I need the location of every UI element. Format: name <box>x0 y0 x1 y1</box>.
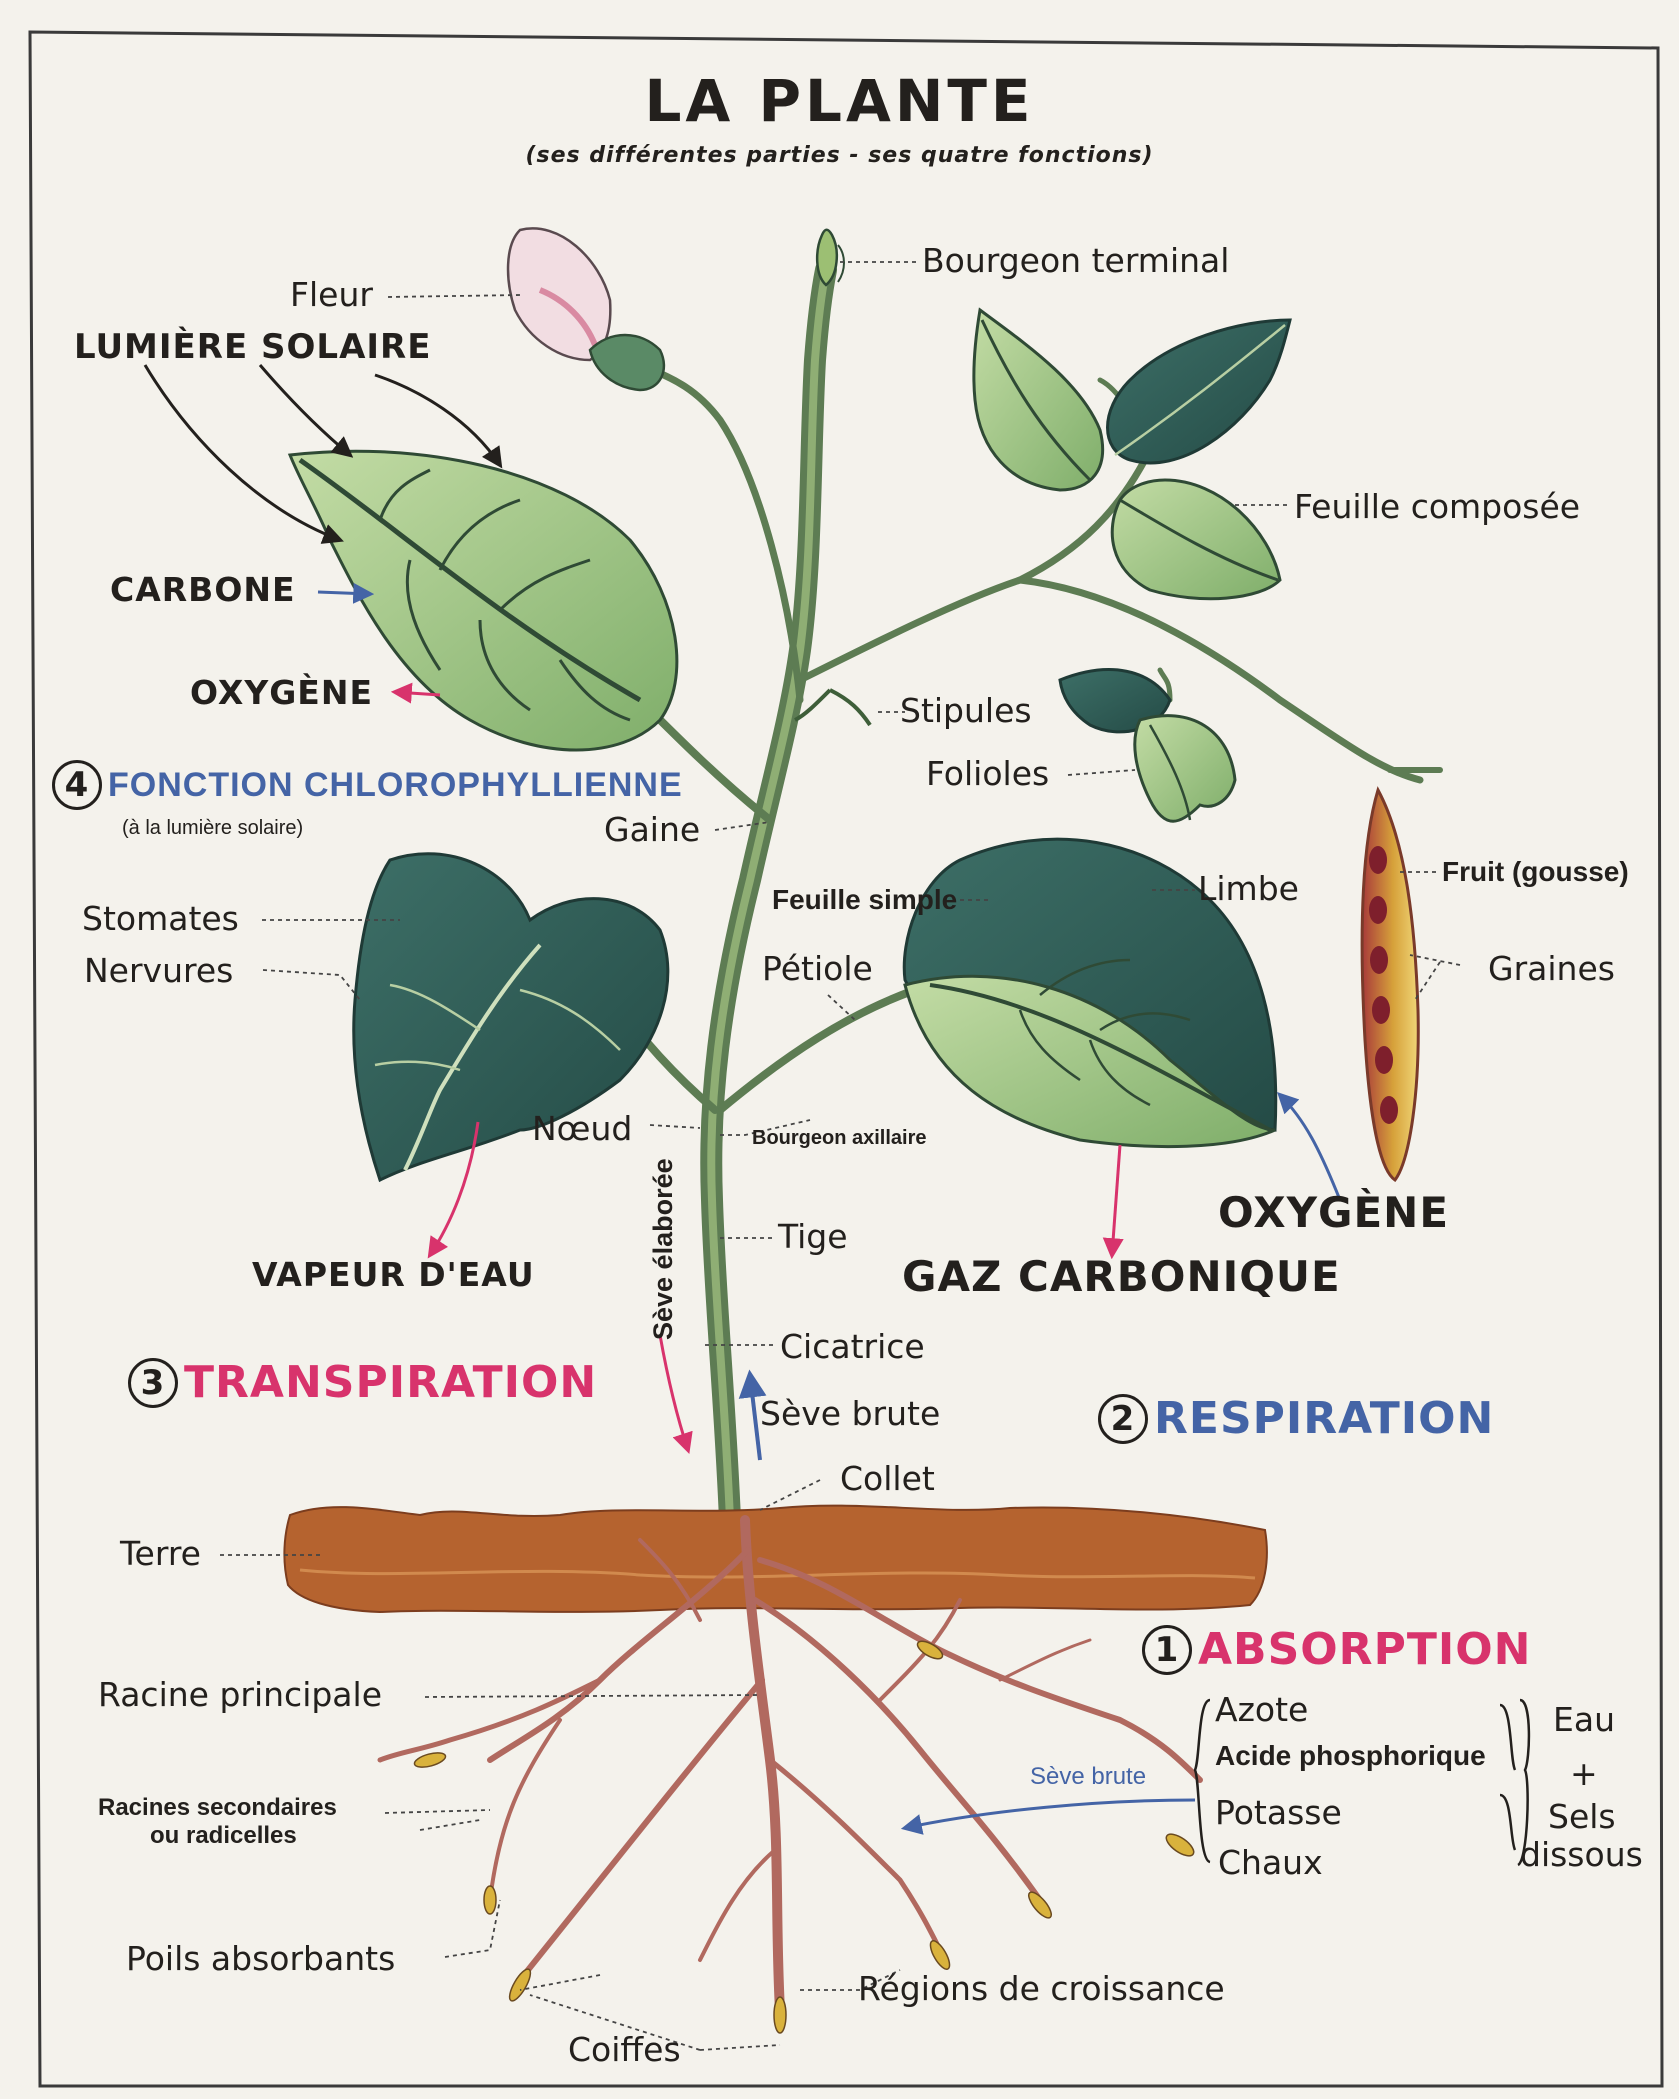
function-name-transpiration: TRANSPIRATION <box>184 1357 597 1408</box>
label-nervures: Nervures <box>84 954 233 987</box>
label-feuille-simple: Feuille simple <box>772 886 957 914</box>
label-gaz-carbonique: GAZ CARBONIQUE <box>902 1256 1341 1298</box>
label-collet: Collet <box>840 1462 935 1495</box>
function-chlorophyllienne: 4FONCTION CHLOROPHYLLIENNE <box>52 760 683 810</box>
mineral-potasse: Potasse <box>1215 1796 1342 1829</box>
label-folioles: Folioles <box>926 757 1049 790</box>
label-seve-brute-root: Sève brute <box>1030 1765 1146 1789</box>
function-number-2: 2 <box>1098 1394 1148 1444</box>
label-oxygene-left: OXYGÈNE <box>190 676 373 709</box>
label-racines-secondaires-2: ou radicelles <box>150 1824 297 1848</box>
label-graines: Graines <box>1488 952 1615 985</box>
mineral-chaux: Chaux <box>1218 1846 1323 1879</box>
label-carbone: CARBONE <box>110 573 296 606</box>
function-absorption: 1ABSORPTION <box>1142 1625 1531 1675</box>
poster-title: LA PLANTE <box>0 72 1679 130</box>
label-fruit: Fruit (gousse) <box>1442 858 1629 886</box>
label-seve-brute: Sève brute <box>760 1397 940 1430</box>
label-bourgeon-terminal: Bourgeon terminal <box>922 244 1229 277</box>
label-coiffes: Coiffes <box>568 2033 681 2066</box>
soil-strip <box>284 1506 1266 1612</box>
label-gaine: Gaine <box>604 813 700 846</box>
absorption-eau: Eau <box>1553 1703 1615 1736</box>
label-terre: Terre <box>120 1537 201 1570</box>
function-transpiration: 3TRANSPIRATION <box>128 1358 597 1408</box>
function-respiration: 2RESPIRATION <box>1098 1394 1494 1444</box>
label-stipules: Stipules <box>900 694 1032 727</box>
function-name-absorption: ABSORPTION <box>1198 1624 1531 1675</box>
carbone-arrow <box>318 592 370 594</box>
label-feuille-composee: Feuille composée <box>1294 490 1580 523</box>
mineral-azote: Azote <box>1215 1693 1308 1726</box>
label-bourgeon-axillaire: Bourgeon axillaire <box>752 1128 927 1148</box>
label-lumiere-solaire: LUMIÈRE SOLAIRE <box>74 330 431 364</box>
poster-subtitle: (ses différentes parties - ses quatre fo… <box>0 145 1679 167</box>
function-note-chlorophyllienne: (à la lumière solaire) <box>122 818 303 838</box>
label-petiole: Pétiole <box>762 952 873 985</box>
label-racine-principale: Racine principale <box>98 1678 382 1711</box>
label-stomates: Stomates <box>82 902 239 935</box>
label-regions-croissance: Régions de croissance <box>858 1972 1225 2005</box>
label-poils-absorbants: Poils absorbants <box>126 1942 395 1975</box>
function-number-4: 4 <box>52 760 102 810</box>
label-cicatrice: Cicatrice <box>780 1330 925 1363</box>
function-name-respiration: RESPIRATION <box>1154 1393 1494 1444</box>
absorption-dissous: dissous <box>1520 1838 1643 1871</box>
absorption-sels: Sels <box>1548 1800 1616 1833</box>
function-name-chlorophyllienne: FONCTION CHLOROPHYLLIENNE <box>108 766 683 804</box>
mineral-acide-phosphorique: Acide phosphorique <box>1215 1742 1486 1770</box>
label-fleur: Fleur <box>290 278 373 311</box>
function-number-3: 3 <box>128 1358 178 1408</box>
label-seve-elaboree: Sève élaborée <box>650 1158 677 1340</box>
label-tige: Tige <box>778 1220 848 1253</box>
function-number-1: 1 <box>1142 1625 1192 1675</box>
label-noeud: Nœud <box>532 1112 632 1145</box>
label-oxygene-right: OXYGÈNE <box>1218 1192 1449 1234</box>
label-vapeur-eau: VAPEUR D'EAU <box>252 1258 535 1291</box>
label-limbe: Limbe <box>1198 872 1299 905</box>
absorption-plus: + <box>1570 1757 1598 1790</box>
label-racines-secondaires-1: Racines secondaires <box>98 1796 337 1820</box>
